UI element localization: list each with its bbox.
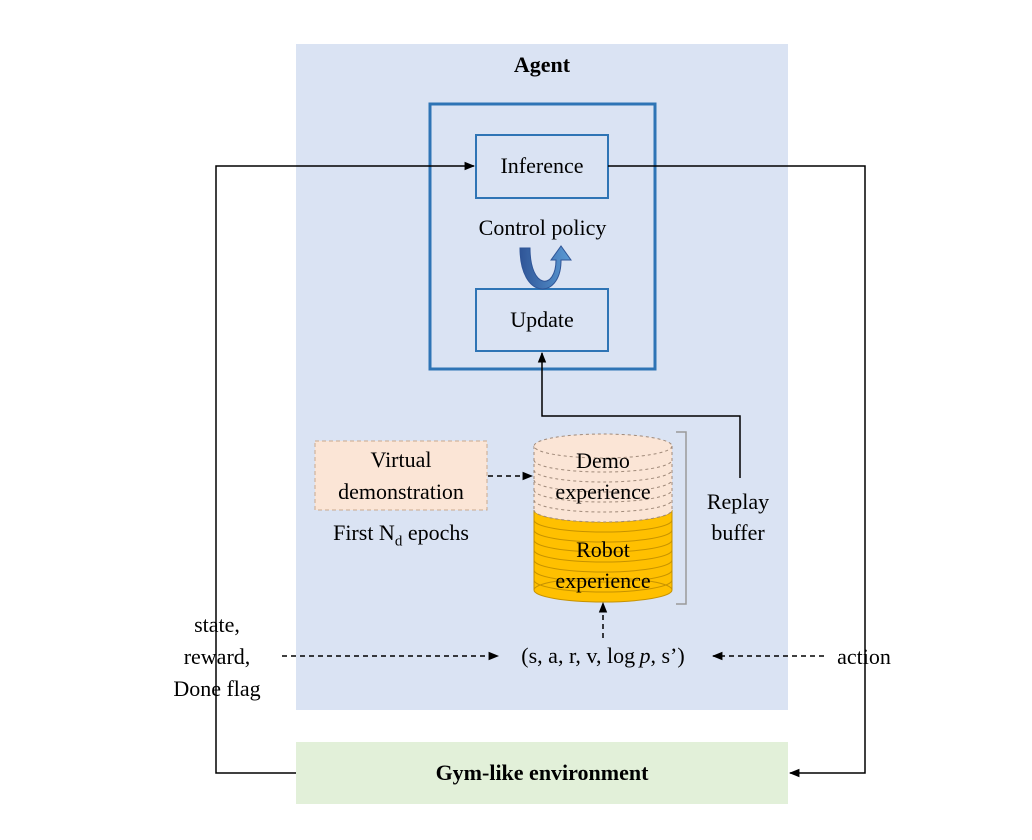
robot-experience-stack (533, 509, 673, 603)
transition-prefix: (s, a, r, v, log (521, 643, 640, 668)
left-label-line2: reward, (183, 644, 251, 669)
transition-tuple: (s, a, r, v, log p, s’) (490, 643, 716, 669)
replay-buffer-bracket (676, 431, 687, 605)
buffer-to-update-arrow (537, 351, 741, 478)
update-box (475, 288, 609, 352)
virtual-demonstration-box (314, 440, 488, 511)
update-label: Update (510, 307, 574, 332)
inference-label: Inference (500, 153, 584, 178)
first-nd-epochs-label: First Nd epochs (300, 520, 502, 554)
replay-buffer-line1: Replay (706, 489, 770, 514)
left-label-line1: state, (194, 612, 240, 637)
demonstration-line1: Virtual (370, 447, 432, 472)
environment-panel (296, 742, 788, 804)
replay-buffer-line2: buffer (711, 520, 765, 545)
robot-experience-line2: experience (555, 568, 651, 593)
transition-suffix: , s’) (650, 643, 685, 668)
agent-title: Agent (513, 52, 571, 77)
demo-experience-stack (533, 433, 673, 523)
control-policy-label: Control policy (478, 215, 607, 240)
update-loop-arrow-icon (519, 245, 572, 290)
demo-experience-line2: experience (555, 479, 651, 504)
demo-experience-line1: Demo (576, 448, 630, 473)
action-label: action (837, 644, 891, 669)
left-label-line3: Done flag (173, 676, 261, 701)
robot-experience-line1: Robot (576, 537, 630, 562)
inference-to-environment-arrow (608, 165, 866, 778)
epochs-prefix: First N (333, 520, 395, 545)
epochs-subscript: d (394, 533, 403, 550)
epochs-suffix: epochs (402, 520, 469, 545)
environment-label: Gym-like environment (435, 760, 649, 785)
inference-box (475, 134, 609, 199)
demonstration-line2: demonstration (338, 479, 464, 504)
state-to-inference-arrow (215, 161, 476, 774)
transition-p: p (639, 643, 651, 668)
